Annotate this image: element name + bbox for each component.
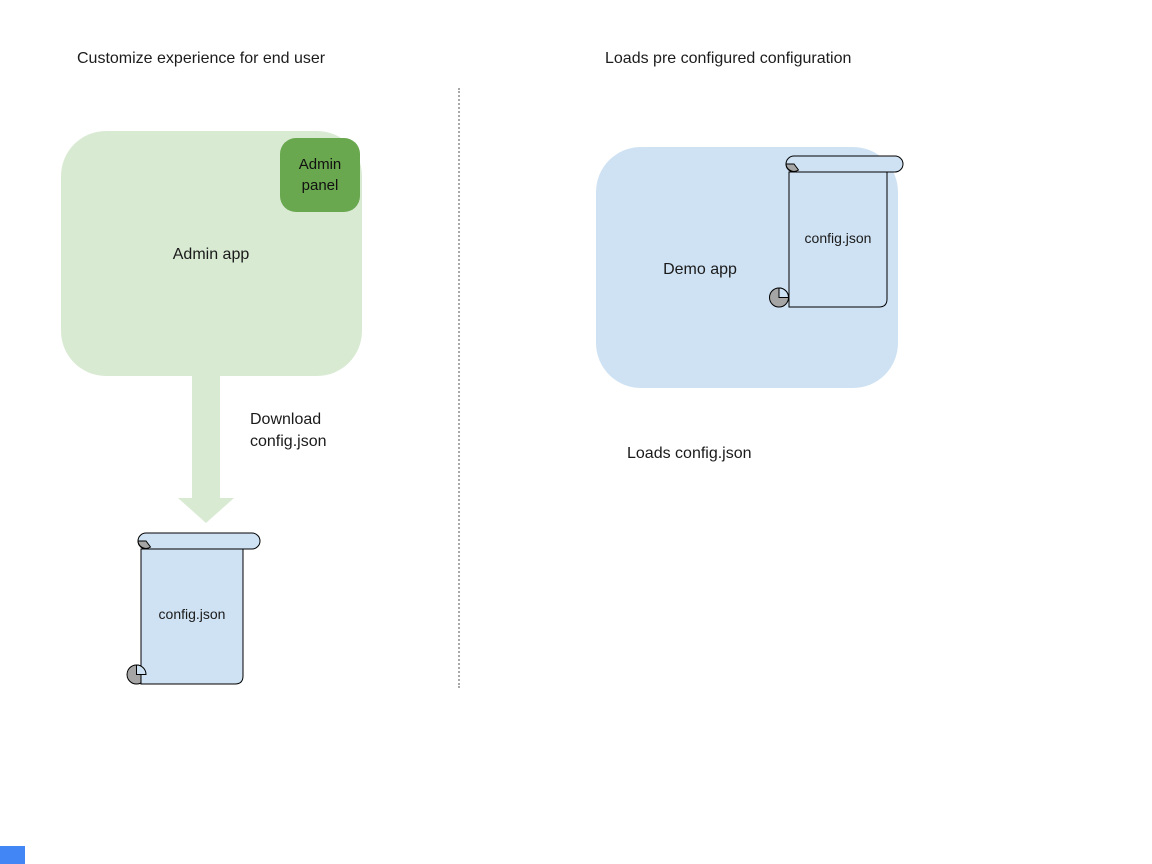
download-config-label: Download config.json (250, 411, 327, 450)
demo-app-box (596, 147, 898, 388)
section-divider-line (458, 88, 460, 688)
admin-panel-box: Admin panel (280, 138, 360, 212)
admin-app-label: Admin app (172, 246, 250, 263)
config-json-label-left: config.json (158, 606, 226, 622)
corner-square (0, 846, 25, 864)
config-json-label-right: config.json (804, 230, 872, 246)
admin-app-box: Admin panel (61, 131, 362, 376)
loads-config-caption: Loads config.json (627, 445, 752, 462)
demo-app-label: Demo app (663, 261, 737, 278)
left-section-title: Customize experience for end user (77, 50, 326, 67)
right-section-title: Loads pre configured configuration (605, 50, 852, 67)
admin-panel-label: Admin panel (298, 156, 342, 194)
download-arrow-icon (178, 375, 234, 523)
